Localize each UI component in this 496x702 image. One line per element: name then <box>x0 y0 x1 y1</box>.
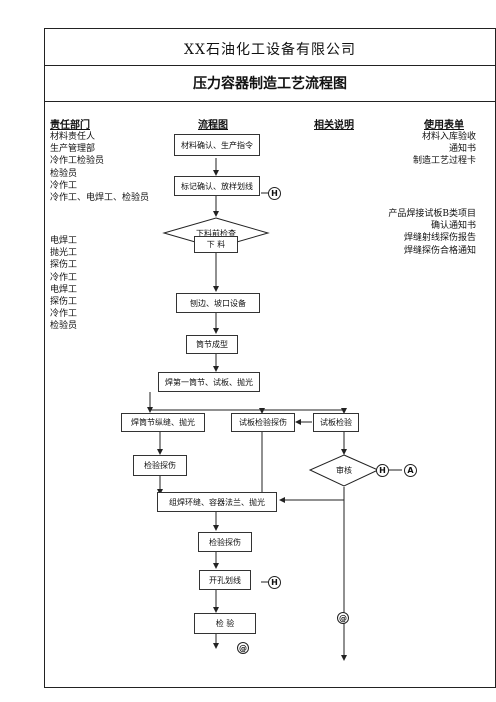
form-item: 焊缝射线探伤报告 <box>403 233 476 244</box>
test-plate-ndt-box: 试板检验探伤 <box>231 413 295 432</box>
department-item: 电焊工 <box>50 236 78 246</box>
department-list-2: 电焊工 抛光工 探伤工 冷作工 电焊工 探伤工 冷作工 检验员 <box>50 235 77 333</box>
notes-column-header: 相关说明 <box>314 120 354 131</box>
department-item: 生产管理部 <box>50 144 96 155</box>
department-item: 抛光工 <box>50 248 78 259</box>
dept-column-header: 责任部门 <box>50 120 90 131</box>
witness-point-marker: @ <box>337 612 349 624</box>
divider <box>45 101 495 102</box>
witness-point-marker: @ <box>237 642 249 654</box>
opening-marking-box: 开孔划线 <box>199 570 251 590</box>
department-item: 冷作工 <box>50 272 78 283</box>
form-item: 材料入库验收 <box>421 132 476 142</box>
form-item: 产品焊接试板B类项目 <box>388 209 476 219</box>
assembly-weld-box: 组焊环缝、容器法兰、抛光 <box>157 492 277 512</box>
form-item: 焊缝探伤合格通知 <box>403 245 476 256</box>
review-label: 审核 <box>336 466 352 475</box>
form-item: 制造工艺过程卡 <box>412 156 476 167</box>
flow-column-header: 流程图 <box>198 120 228 131</box>
department-item: 冷作工、电焊工、检验员 <box>50 193 150 204</box>
form-item: 确认通知书 <box>430 221 476 232</box>
department-item: 材料责任人 <box>50 132 96 142</box>
long-seam-weld-box: 焊筒节纵缝、抛光 <box>121 413 205 432</box>
material-confirm-box: 材料确认、生产指令 <box>174 134 260 156</box>
department-item: 电焊工 <box>50 284 78 295</box>
forms-column-header: 使用表单 <box>424 120 464 131</box>
audit-point-marker: A <box>404 464 417 477</box>
department-item: 检验员 <box>50 168 78 179</box>
inspect-ndt-2-box: 检验探伤 <box>198 532 252 552</box>
shell-forming-box: 筒节成型 <box>186 335 238 354</box>
department-item: 冷作工 <box>50 309 78 320</box>
department-item: 探伤工 <box>50 297 78 308</box>
cutting-box: 下 料 <box>194 236 238 253</box>
department-list-1: 材料责任人 生产管理部 冷作工检验员 检验员 冷作工 冷作工、电焊工、检验员 <box>50 131 149 204</box>
company-name: XX石油化工设备有限公司 <box>184 42 356 58</box>
marking-box: 标记确认、放样划线 <box>174 176 260 196</box>
weld-first-shell-box: 焊第一筒节、试板、抛光 <box>158 372 260 392</box>
hold-point-marker: H <box>268 187 281 200</box>
edge-groove-box: 刨边、坡口设备 <box>176 293 260 313</box>
form-item: 通知书 <box>448 144 476 155</box>
final-inspect-box: 检 验 <box>194 613 256 634</box>
department-item: 冷作工检验员 <box>50 156 105 167</box>
pre-cut-check-label: 下料前检查 <box>196 229 236 238</box>
hold-point-marker: H <box>376 464 389 477</box>
department-item: 检验员 <box>50 321 78 332</box>
form-list-2: 产品焊接试板B类项目 确认通知书 焊缝射线探伤报告 焊缝探伤合格通知 <box>388 208 476 257</box>
review-diamond <box>308 454 380 487</box>
inspect-ndt-box: 检验探伤 <box>133 455 187 476</box>
department-item: 探伤工 <box>50 260 78 271</box>
department-item: 冷作工 <box>50 180 78 191</box>
form-list-1: 材料入库验收 通知书 制造工艺过程卡 <box>413 131 476 168</box>
document-title: 压力容器制造工艺流程图 <box>193 76 347 92</box>
divider <box>45 65 495 66</box>
test-plate-check-box: 试板检验 <box>313 413 359 432</box>
hold-point-marker: H <box>268 576 281 589</box>
